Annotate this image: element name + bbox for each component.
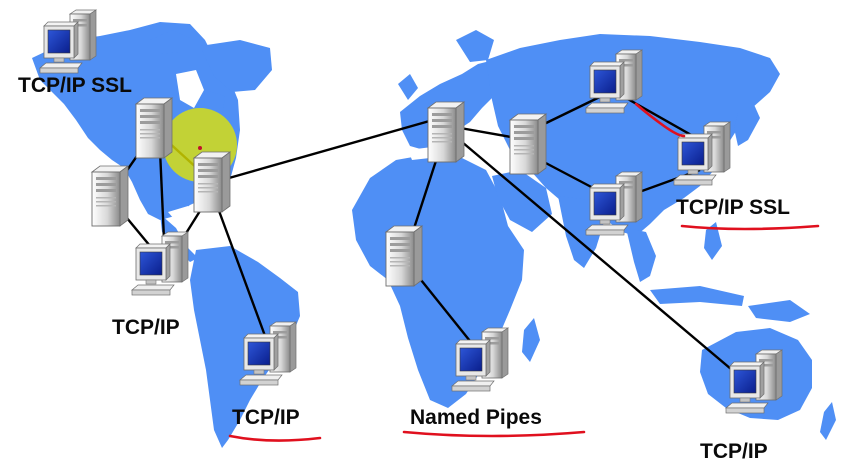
cursor-dot [198, 146, 202, 150]
hudson-bay [176, 70, 204, 108]
annotation-africa-underline [402, 430, 586, 438]
eu-server-icon [427, 101, 465, 163]
japan-landmass [734, 100, 760, 146]
indonesia-islands [650, 286, 744, 306]
greenland-landmass [200, 40, 272, 92]
na-server-3-icon [193, 151, 231, 213]
na-server-1-icon [135, 97, 173, 159]
asia-server-icon [509, 113, 547, 175]
link-na3-sa [213, 199, 270, 345]
label-na-top: TCP/IP SSL [18, 74, 132, 97]
new-guinea-landmass [748, 300, 810, 322]
arctic-islands [150, 30, 190, 54]
continents [32, 22, 836, 448]
southeast-asia-landmass [626, 228, 656, 282]
madagascar-landmass [522, 318, 540, 362]
na-server-2-icon [91, 165, 129, 227]
label-asia: TCP/IP SSL [676, 196, 790, 219]
label-sa: TCP/IP [232, 406, 300, 429]
label-na-bottom: TCP/IP [112, 316, 180, 339]
gulf-of-mexico [168, 206, 194, 226]
annotation-asia-link [634, 102, 686, 138]
philippines-islands [704, 222, 722, 260]
asia-landmass [486, 34, 780, 236]
label-africa: Named Pipes [410, 406, 542, 429]
link-eu-au [461, 141, 745, 381]
annotation-sa-underline [228, 434, 322, 442]
arabia-landmass [492, 170, 552, 232]
uk-landmass [398, 74, 418, 100]
red-annotations [228, 102, 820, 442]
na-workstation-icon [131, 231, 189, 296]
af-server-icon [385, 225, 423, 287]
label-australia: TCP/IP [700, 440, 768, 463]
scandinavia-landmass [456, 30, 494, 62]
new-zealand-landmass [820, 402, 836, 440]
annotation-asia-underline [680, 224, 820, 231]
link-na3-eu [221, 116, 441, 182]
